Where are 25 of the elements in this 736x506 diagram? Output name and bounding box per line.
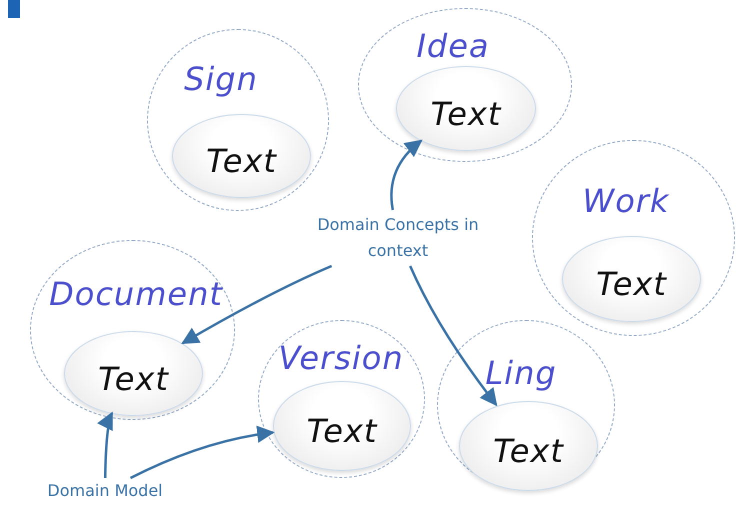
circle-heading: Version: [278, 339, 404, 377]
curved-arrow: [390, 140, 423, 210]
curved-arrow: [409, 265, 498, 406]
curved-arrow: [181, 264, 332, 344]
dashed-circle: [437, 320, 615, 490]
curved-arrow: [98, 412, 114, 478]
annotation-text: Domain Model: [30, 478, 180, 504]
annotation-text: Domain Concepts in context: [312, 210, 484, 266]
text-ellipse: Text: [562, 236, 701, 322]
text-ellipse: Text: [273, 381, 411, 471]
dashed-circle: [532, 140, 735, 336]
circle-heading: Ling: [485, 354, 557, 392]
circle-heading: Work: [582, 182, 670, 220]
dashed-circle: [358, 8, 572, 162]
circle-heading: Sign: [184, 60, 258, 98]
dashed-circle: [258, 320, 425, 478]
circle-heading: Idea: [416, 27, 490, 65]
text-ellipse: Text: [172, 114, 311, 198]
text-ellipse: Text: [64, 331, 203, 416]
circle-heading: Document: [49, 275, 223, 313]
dashed-circle: [30, 240, 235, 420]
dashed-circle: [147, 29, 329, 211]
text-ellipse: Text: [459, 401, 598, 491]
curved-arrow: [130, 426, 275, 480]
text-ellipse: Text: [396, 66, 536, 151]
